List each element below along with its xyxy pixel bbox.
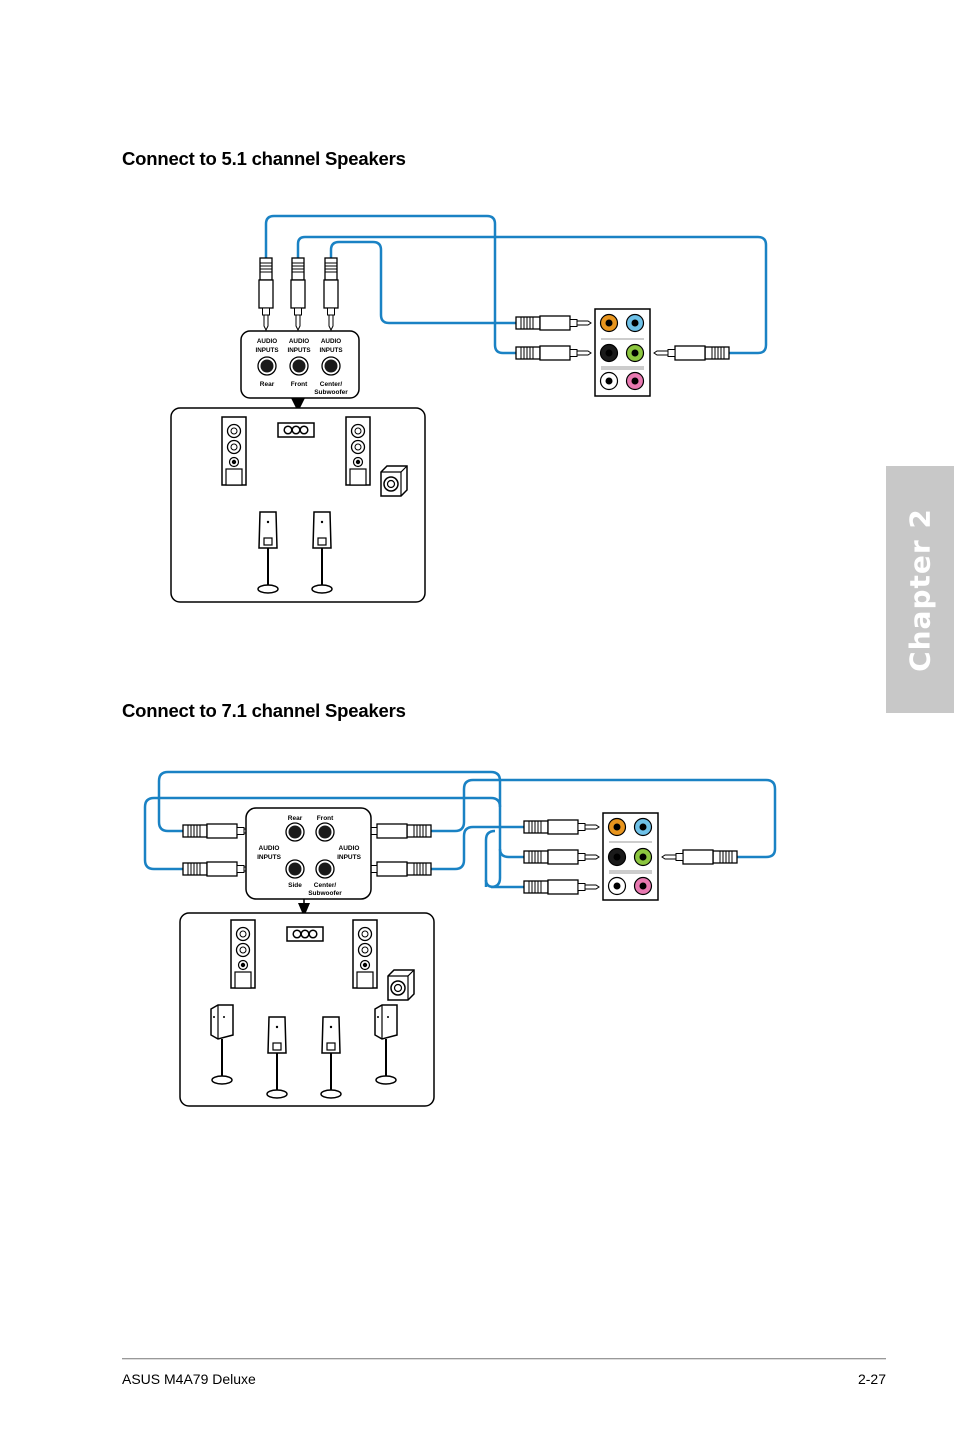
chapter-tab-label: Chapter 2 <box>903 507 937 672</box>
audio-inputs-label-front: AUDIO <box>289 338 309 345</box>
front-left-speaker-7-1 <box>230 919 256 989</box>
jack-label-center-5-1: Center/ <box>320 381 343 388</box>
audio-inputs-label-right-2: INPUTS <box>337 854 362 861</box>
chapter-tab: Chapter 2 <box>886 466 954 713</box>
audio-inputs-label-left-2: INPUTS <box>257 854 282 861</box>
diagram-5-1-channel: AUDIO INPUTS AUDIO INPUTS AUDIO INPUTS R… <box>170 214 768 603</box>
jack-side-7-1 <box>285 859 305 879</box>
subwoofer-7-1 <box>387 969 415 1001</box>
audio-inputs-label-center: AUDIO <box>321 338 341 345</box>
jack-label-side-7-1: Side <box>288 882 302 889</box>
jack-front-7-1 <box>315 822 335 842</box>
section-heading-5-1: Connect to 5.1 channel Speakers <box>122 148 406 169</box>
jack-rear-7-1 <box>285 822 305 842</box>
pc-audio-panel-5-1 <box>594 308 651 397</box>
jack-label-center-7-1: Center/ <box>314 882 337 889</box>
center-speaker-5-1 <box>277 422 315 438</box>
footer-page-number: 2-27 <box>857 1371 886 1387</box>
plug-center-5-1 <box>323 257 339 331</box>
pc-audio-panel-7-1 <box>602 812 659 901</box>
diagram-7-1-channel: Rear Front AUDIO INPUTS AUDIO INPUTS Sid… <box>143 770 777 1107</box>
jack-label-front-7-1: Front <box>317 815 334 822</box>
plug-rear-5-1 <box>258 257 274 331</box>
audio-inputs-label-rear-2: INPUTS <box>255 347 278 354</box>
jack-label-rear-7-1: Rear <box>288 815 303 822</box>
plug-line-c-7-1 <box>523 879 600 895</box>
plug-line-b-5-1 <box>515 345 592 361</box>
audio-inputs-label-right: AUDIO <box>339 845 360 852</box>
jack-label-rear-5-1: Rear <box>260 381 275 388</box>
jack-center-5-1 <box>321 356 341 376</box>
audio-inputs-label-front-2: INPUTS <box>287 347 310 354</box>
audio-inputs-label-left: AUDIO <box>259 845 280 852</box>
jack-label-subwoofer-5-1: Subwoofer <box>314 389 348 396</box>
jack-label-front-5-1: Front <box>291 381 308 388</box>
front-right-speaker-5-1 <box>345 416 371 486</box>
jack-rear-5-1 <box>257 356 277 376</box>
footer-product-name: ASUS M4A79 Deluxe <box>122 1371 256 1387</box>
receiver-panel-7-1 <box>245 807 372 917</box>
center-speaker-7-1 <box>286 926 324 942</box>
audio-inputs-label-center-2: INPUTS <box>319 347 342 354</box>
jack-label-subwoofer-7-1: Subwoofer <box>308 890 342 897</box>
plug-front-5-1 <box>290 257 306 331</box>
subwoofer-5-1 <box>380 465 408 497</box>
cables-7-1 <box>143 770 777 889</box>
front-left-speaker-5-1 <box>221 416 247 486</box>
audio-inputs-label-rear: AUDIO <box>257 338 277 345</box>
jack-center-7-1 <box>315 859 335 879</box>
plug-line-c-5-1 <box>654 346 729 360</box>
section-heading-7-1: Connect to 7.1 channel Speakers <box>122 700 406 721</box>
jack-front-5-1 <box>289 356 309 376</box>
front-right-speaker-7-1 <box>352 919 378 989</box>
cables-5-1 <box>264 214 768 355</box>
footer-divider <box>122 1358 886 1360</box>
plug-line-b-7-1 <box>523 849 600 865</box>
plug-line-a-5-1 <box>515 315 592 331</box>
plug-line-d-7-1 <box>662 850 737 864</box>
plug-line-a-7-1 <box>523 819 600 835</box>
